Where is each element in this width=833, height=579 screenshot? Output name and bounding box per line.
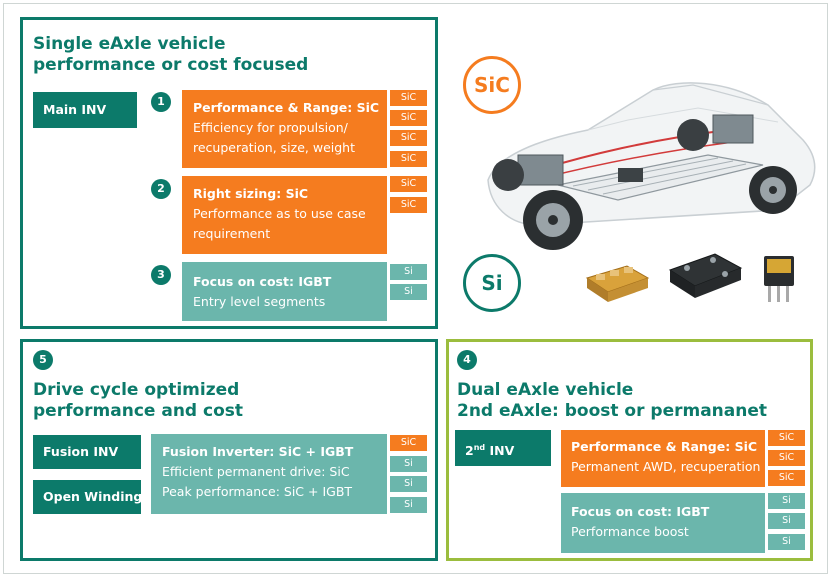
fusion-inv-box: Fusion INV xyxy=(33,435,141,469)
main-inv-label: Main INV xyxy=(43,102,107,117)
dual-option-1-text: Performance & Range: SiC Permanent AWD, … xyxy=(571,437,760,477)
dual-option-2-text: Focus on cost: IGBT Performance boost xyxy=(571,502,709,542)
option-3-number: 3 xyxy=(151,265,171,285)
dual-option-2-box: Focus on cost: IGBT Performance boost xyxy=(561,493,765,553)
option-2-box: Right sizing: SiC Performance as to use … xyxy=(182,176,387,254)
single-eaxle-panel: Single eAxle vehicle performance or cost… xyxy=(20,17,438,329)
option-2-text: Right sizing: SiC Performance as to use … xyxy=(193,184,366,244)
option-3-title: Focus on cost: IGBT xyxy=(193,274,332,289)
second-inv-label: 2nd INV xyxy=(465,443,515,459)
drive-cycle-title: Drive cycle optimized performance and co… xyxy=(33,380,244,421)
option-3-tag: Si xyxy=(390,264,427,280)
fusion-tag: Si xyxy=(390,456,427,472)
fusion-tag: Si xyxy=(390,497,427,513)
option-1-box: Performance & Range: SiC Efficiency for … xyxy=(182,90,387,168)
fusion-tag: SiC xyxy=(390,435,427,451)
main-inv-box: Main INV xyxy=(33,92,137,128)
dual-option-2-tag: Si xyxy=(768,513,805,529)
fusion-inverter-box: Fusion Inverter: SiC + IGBT Efficient pe… xyxy=(151,434,387,514)
open-winding-box: Open Winding xyxy=(33,480,143,514)
option-1-title: Performance & Range: SiC xyxy=(193,100,380,115)
fusion-tag: Si xyxy=(390,476,427,492)
dual-option-1-tag: SiC xyxy=(768,430,805,446)
hybrid-power-module-image xyxy=(668,253,743,298)
panel-4-number: 4 xyxy=(457,350,477,370)
option-3-box: Focus on cost: IGBT Entry level segments xyxy=(182,262,387,321)
dual-option-2-title: Focus on cost: IGBT xyxy=(571,504,710,519)
option-3-line1: Entry level segments xyxy=(193,294,326,309)
dual-option-1-line1: Permanent AWD, recuperation xyxy=(571,459,761,474)
discrete-igbt-package-image xyxy=(764,256,794,302)
option-1-line2: recuperation, size, weight xyxy=(193,140,355,155)
panel-5-number: 5 xyxy=(33,350,53,370)
dual-eaxle-title: Dual eAxle vehicle 2nd eAxle: boost or p… xyxy=(457,380,768,421)
second-inv-box: 2nd INV xyxy=(455,430,551,466)
option-1-tag: SiC xyxy=(390,151,427,167)
option-1-text: Performance & Range: SiC Efficiency for … xyxy=(193,98,379,158)
option-2-tag: SiC xyxy=(390,176,427,192)
fusion-inverter-line1: Efficient permanent drive: SiC xyxy=(162,464,350,479)
option-2-number: 2 xyxy=(151,179,171,199)
fusion-inverter-line2: Peak performance: SiC + IGBT xyxy=(162,484,353,499)
dual-option-1-box: Performance & Range: SiC Permanent AWD, … xyxy=(561,430,765,487)
option-1-tag: SiC xyxy=(390,90,427,106)
drive-cycle-panel: 5 Drive cycle optimized performance and … xyxy=(20,339,438,561)
option-2-tag: SiC xyxy=(390,197,427,213)
open-winding-label: Open Winding xyxy=(43,489,143,504)
ev-car-chassis-illustration xyxy=(487,82,816,250)
option-2-line1: Performance as to use case xyxy=(193,206,366,221)
sic-legend-label: SiC xyxy=(474,73,510,97)
fusion-inverter-text: Fusion Inverter: SiC + IGBT Efficient pe… xyxy=(162,442,353,502)
dual-option-1-title: Performance & Range: SiC xyxy=(571,439,758,454)
option-2-title: Right sizing: SiC xyxy=(193,186,309,201)
option-1-line1: Efficiency for propulsion/ xyxy=(193,120,348,135)
fusion-inverter-title: Fusion Inverter: SiC + IGBT xyxy=(162,444,354,459)
fusion-inv-label: Fusion INV xyxy=(43,444,119,459)
dual-option-1-tag: SiC xyxy=(768,470,805,486)
figure-frame xyxy=(3,3,828,574)
dual-option-1-tag: SiC xyxy=(768,450,805,466)
option-1-tag: SiC xyxy=(390,130,427,146)
dual-option-2-tag: Si xyxy=(768,493,805,509)
sic-legend-circle: SiC xyxy=(463,56,521,114)
dual-option-2-line1: Performance boost xyxy=(571,524,689,539)
option-1-number: 1 xyxy=(151,92,171,112)
sic-power-module-image xyxy=(585,265,650,302)
dual-option-2-tag: Si xyxy=(768,534,805,550)
si-legend-circle: Si xyxy=(463,254,521,312)
option-3-tag: Si xyxy=(390,284,427,300)
option-3-text: Focus on cost: IGBT Entry level segments xyxy=(193,272,331,312)
option-1-tag: SiC xyxy=(390,110,427,126)
single-eaxle-title: Single eAxle vehicle performance or cost… xyxy=(33,34,309,75)
si-legend-label: Si xyxy=(481,271,503,295)
option-2-line2: requirement xyxy=(193,226,271,241)
dual-eaxle-panel: 4 Dual eAxle vehicle 2nd eAxle: boost or… xyxy=(446,339,813,561)
